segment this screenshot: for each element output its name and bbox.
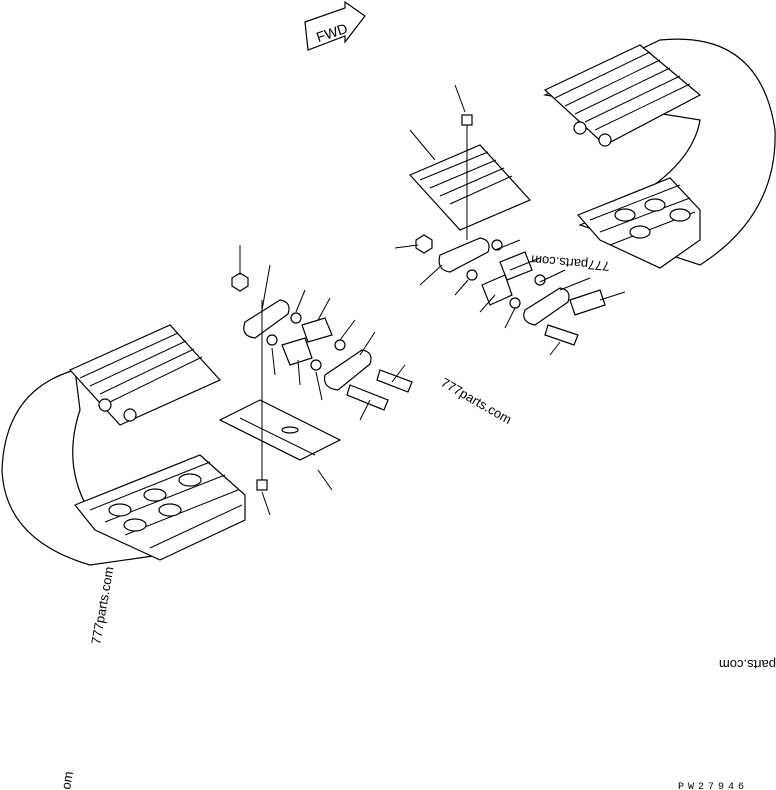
upper-nut (415, 234, 433, 254)
lower-bushing-1 (301, 317, 333, 343)
lower-link-1 (243, 299, 290, 339)
upper-seal-2 (466, 269, 478, 281)
upper-shoe-plate (408, 144, 532, 231)
left-track-links (74, 454, 246, 561)
upper-seal-4 (509, 297, 521, 309)
lower-seal-1 (290, 312, 302, 324)
upper-bushing-2 (481, 274, 513, 306)
drawing-code: PW27946 (678, 782, 748, 790)
lower-seal-4 (310, 359, 322, 371)
left-track-shoes (69, 324, 221, 426)
upper-pin-2 (544, 324, 579, 346)
lower-seal-2 (266, 334, 278, 346)
lower-bolt (256, 300, 268, 491)
lower-shoe-plate (218, 399, 342, 461)
lower-bushing-2 (281, 337, 313, 366)
upper-bolt (461, 114, 473, 240)
upper-bushing-1 (499, 251, 533, 281)
watermark: parts.com (719, 657, 776, 672)
forward-arrow-icon: FWD (304, 0, 366, 51)
upper-pin-1 (569, 289, 606, 316)
lower-pin-2 (346, 384, 389, 411)
lower-pin-1 (376, 369, 413, 393)
watermark: 777parts.com (439, 375, 515, 427)
upper-seal-1 (491, 239, 503, 251)
upper-link-2 (523, 287, 570, 326)
lower-nut (231, 272, 249, 292)
right-track-links (576, 177, 701, 269)
lower-seal-3 (334, 339, 346, 351)
watermark: 777parts.com (88, 565, 116, 645)
watermark: 777parts.com (530, 252, 610, 274)
watermark: om (58, 770, 76, 790)
upper-link-1 (438, 237, 490, 273)
right-track-shoes (543, 44, 702, 147)
leader-lines (239, 84, 626, 516)
left-track-group (1, 324, 246, 566)
lower-link-2 (323, 349, 372, 391)
right-track-group (543, 38, 776, 269)
